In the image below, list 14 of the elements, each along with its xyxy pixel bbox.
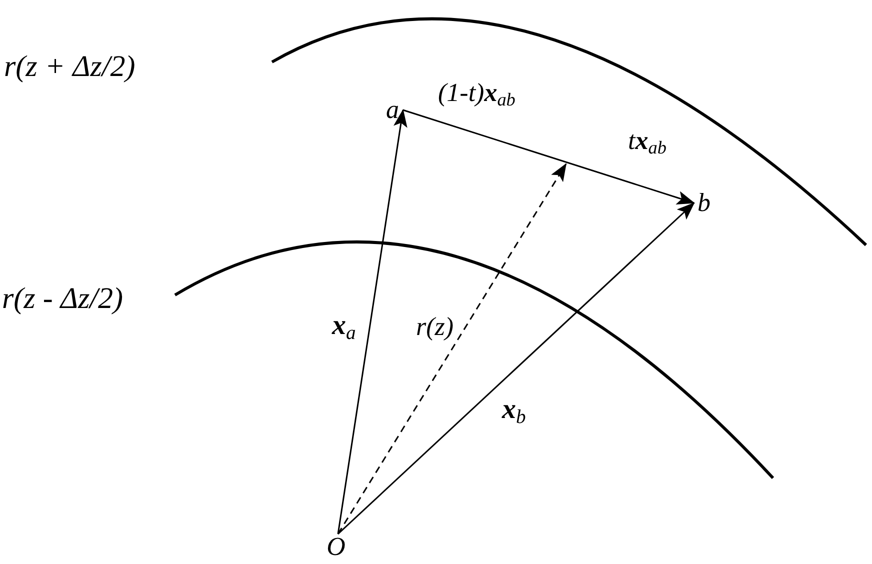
- point-label: b: [696, 190, 712, 216]
- edge-label: r(z): [416, 314, 454, 340]
- arrow: [337, 202, 695, 535]
- dashed-arrow: [337, 163, 567, 534]
- arc-label: r(z - Δz/2): [2, 284, 123, 314]
- point-label: O: [326, 534, 346, 560]
- arrow: [337, 109, 408, 534]
- arrow: [402, 109, 695, 204]
- segment-label: tx$_{ab}$: [628, 128, 666, 157]
- point-label: a: [385, 97, 400, 123]
- arc-label: r(z + Δz/2): [4, 52, 136, 82]
- segment-label: (1-t)x$_{ab}$: [438, 80, 516, 109]
- edge-label: x$_{a}$: [332, 312, 356, 344]
- edge-label: x$_{b}$: [502, 396, 526, 428]
